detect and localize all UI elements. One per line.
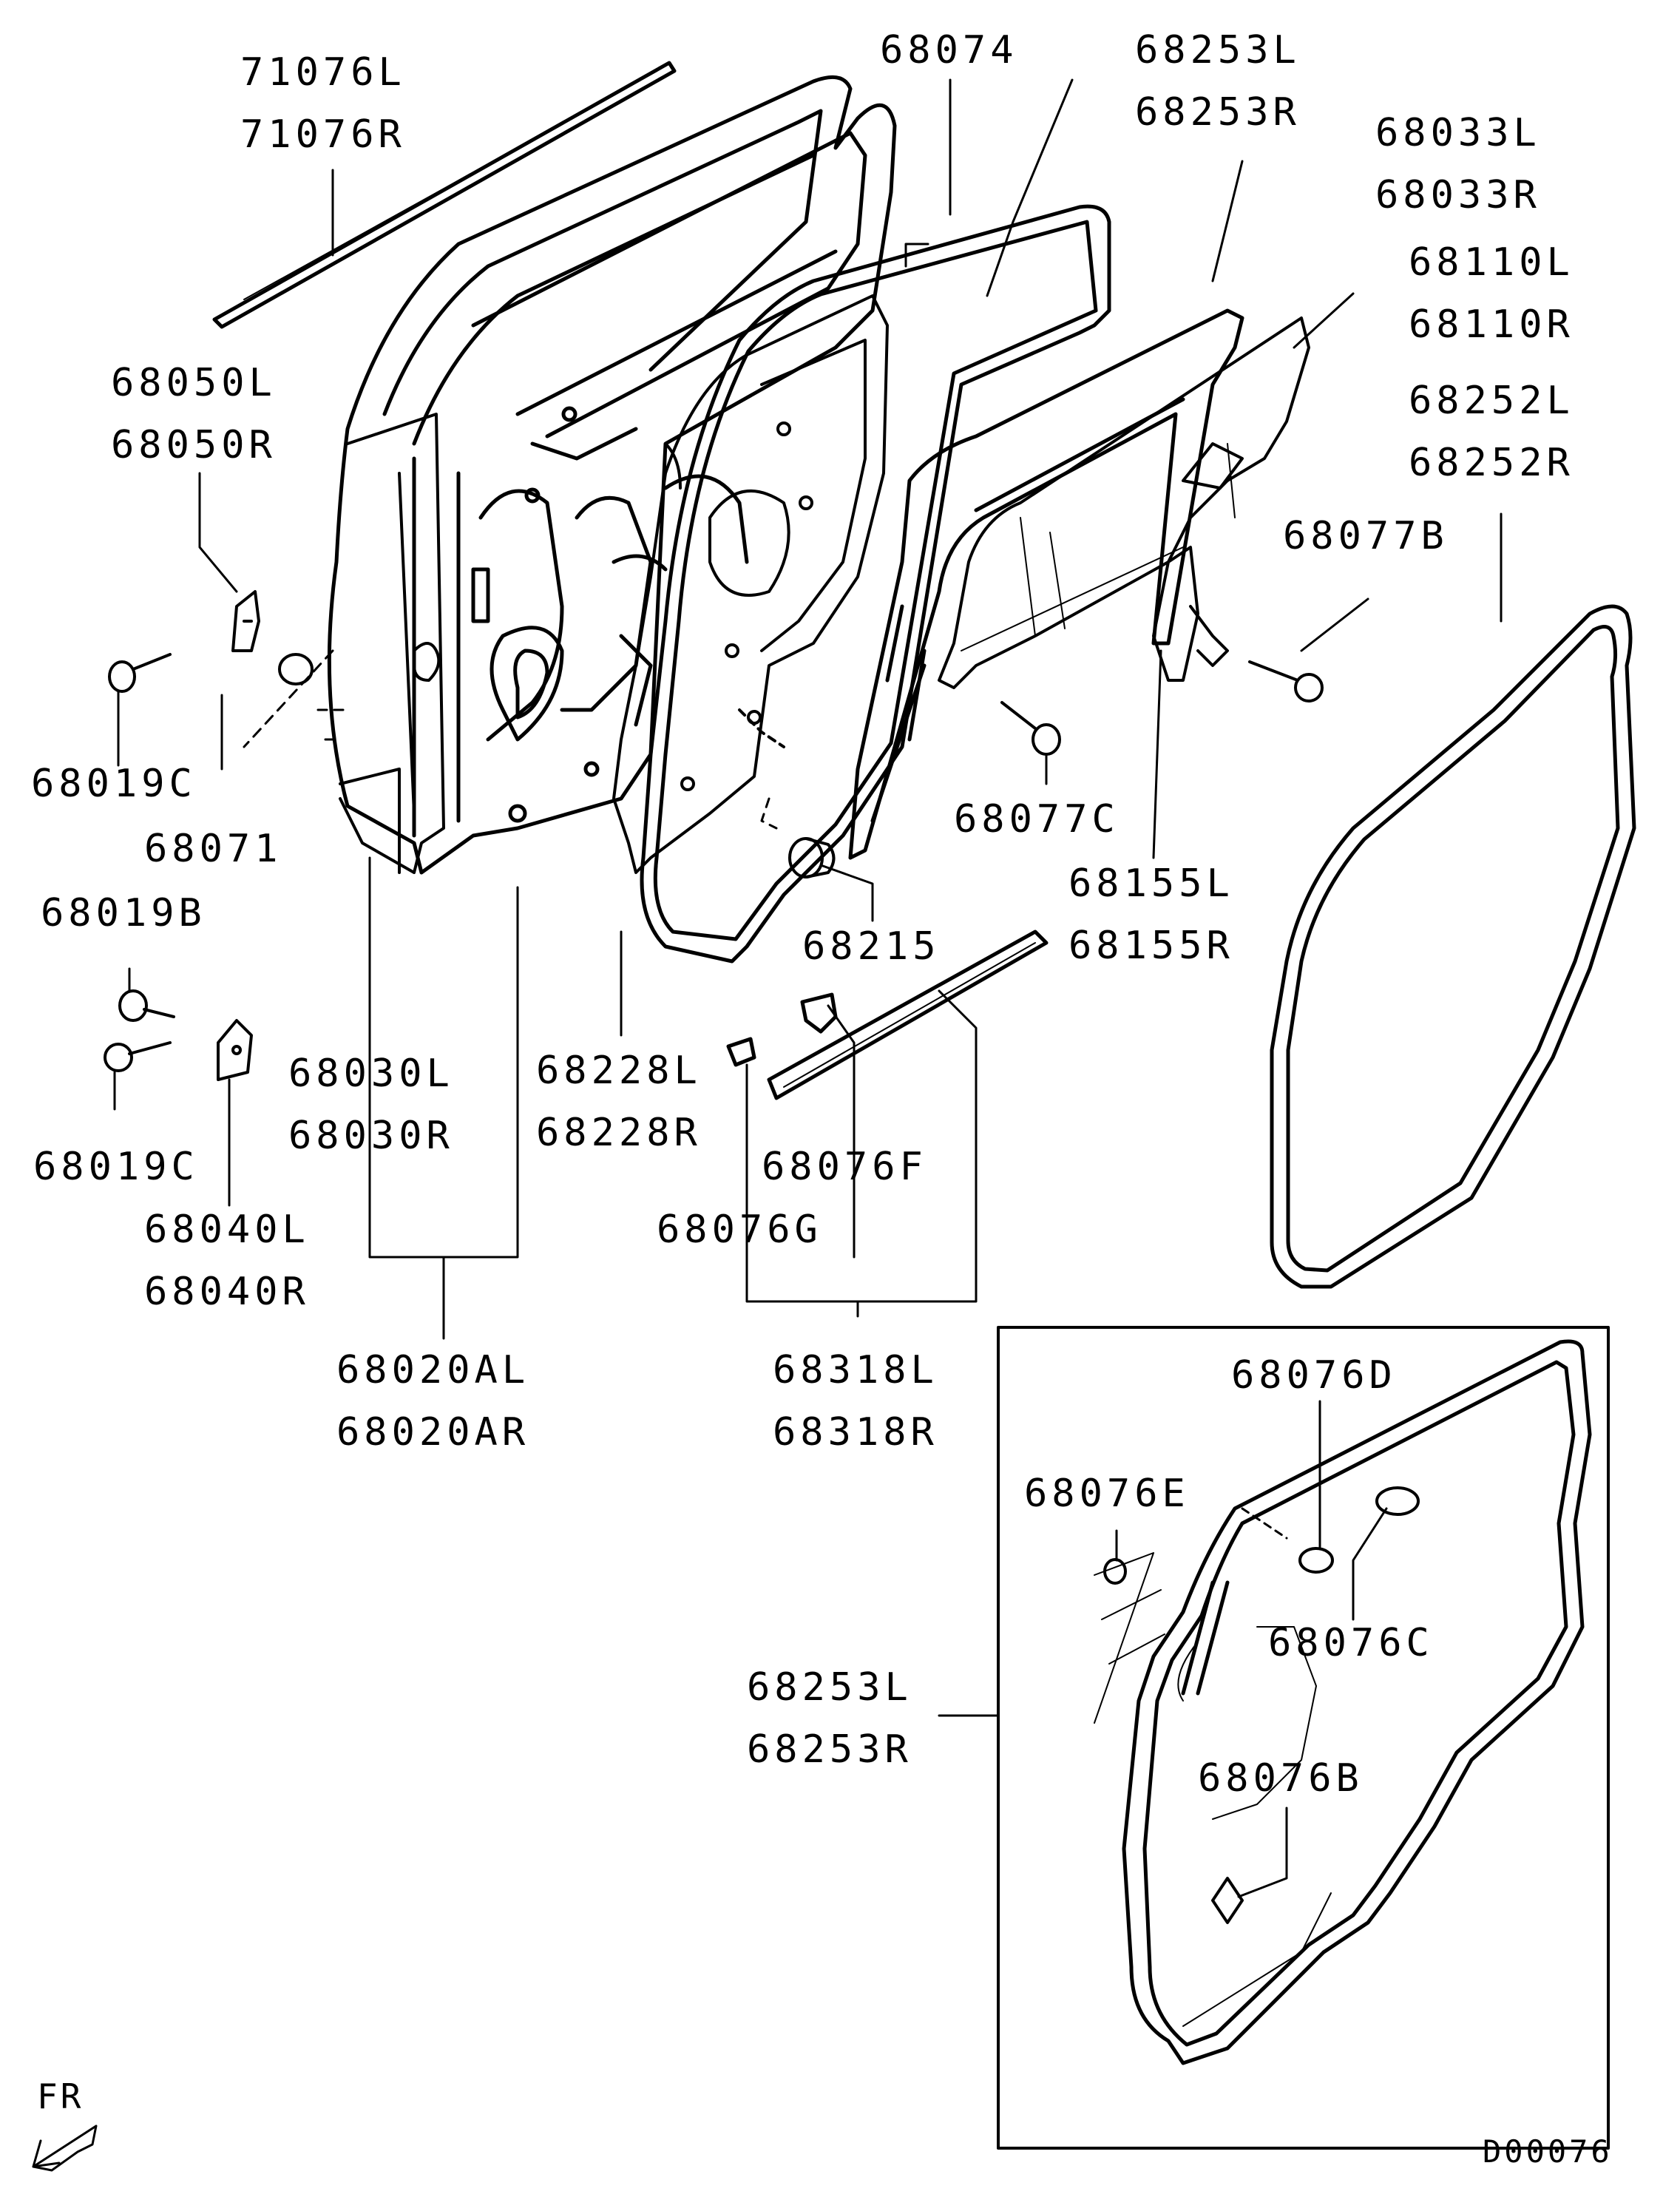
- label-68076F: 68076F: [762, 1145, 927, 1189]
- diagram-code: D00076: [1483, 2133, 1613, 2170]
- label-68076B: 68076B: [1198, 1756, 1364, 1801]
- leader-lines: [115, 80, 1501, 1338]
- channel-68155: [1154, 547, 1227, 680]
- front-direction-label: FR: [37, 2076, 84, 2116]
- door-shell-68020A: [329, 77, 895, 873]
- front-arrow-icon: [33, 2126, 96, 2170]
- label-68019B: 68019B: [41, 891, 206, 935]
- inset-clips: [1105, 1488, 1418, 1923]
- label-68019C-bottom: 68019C: [33, 1145, 199, 1189]
- label-68077B: 68077B: [1283, 514, 1449, 558]
- weatherstrip-68253: [642, 206, 1109, 961]
- label-68074: 68074: [880, 28, 1018, 72]
- label-68076C: 68076C: [1268, 1621, 1434, 1665]
- label-68019C-top: 68019C: [31, 762, 197, 806]
- inner-panel-68228: [614, 296, 887, 873]
- label-68077C: 68077C: [954, 797, 1120, 842]
- upper-hinge-68050: [233, 592, 259, 651]
- hinge-panel-68030: [340, 414, 444, 873]
- label-68215: 68215: [802, 924, 941, 969]
- belt-molding-68318: [728, 932, 1046, 1098]
- label-68076E: 68076E: [1024, 1472, 1190, 1516]
- inset-leaders: [939, 1401, 1386, 1897]
- label-68076D: 68076D: [1231, 1353, 1397, 1398]
- inset-frame: [998, 1327, 1608, 2148]
- inset-weatherstrip-68253: [1094, 1341, 1590, 2063]
- opening-weatherstrip-68252: [1272, 606, 1634, 1287]
- label-68076G: 68076G: [657, 1208, 822, 1252]
- door-glass-68110: [939, 318, 1309, 688]
- drip-molding-71076: [214, 63, 674, 327]
- label-68071: 68071: [144, 827, 282, 871]
- lower-hinge-68040: [218, 1020, 251, 1080]
- stopper-68215: [790, 839, 834, 877]
